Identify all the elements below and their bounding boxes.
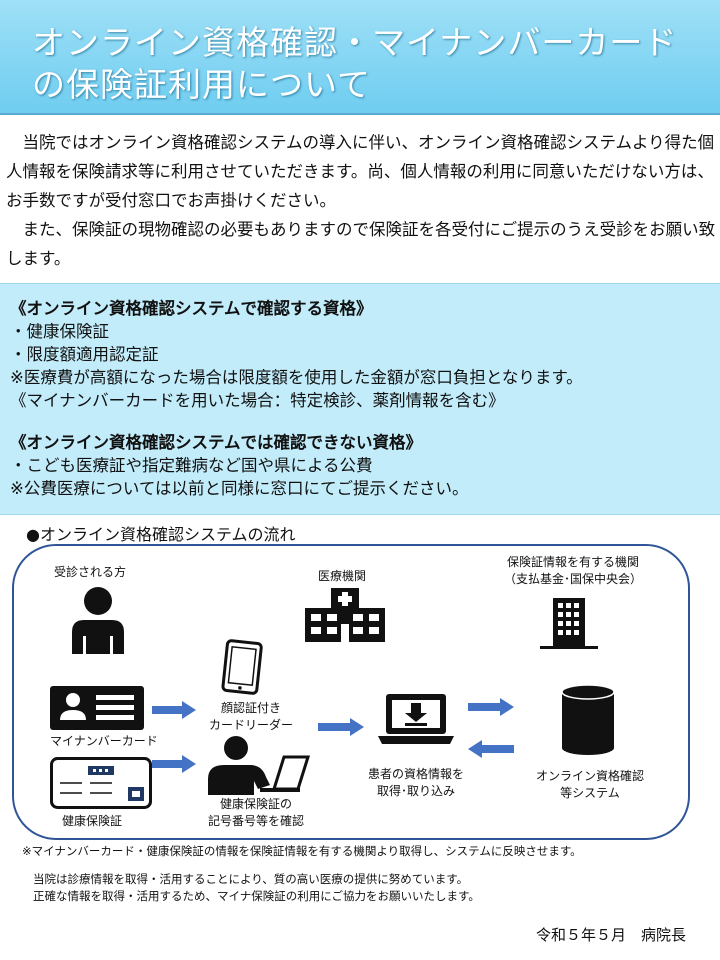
confirmable-item: ※医療費が高額になった場合は限度額を使用した金額が窓口負担となります。	[10, 368, 583, 387]
flow-title: ●オンライン資格確認システムの流れ	[26, 525, 296, 544]
intro-paragraph-2: また、保険証の現物確認の必要もありますので保険証を各受付にご提示のうえ受診をお願…	[6, 220, 716, 268]
not-confirmable-item: ※公費医療については以前と同様に窓口にてご提示ください。	[10, 479, 469, 498]
system-label: オンライン資格確認 等システム	[510, 768, 670, 802]
arrow-right-icon	[468, 698, 514, 716]
footer-line-1: 当院は診療情報を取得・活用することにより、質の高い医療の提供に努めています。	[33, 872, 469, 886]
system-label-line1: オンライン資格確認	[535, 769, 644, 783]
confirm-label: 健康保険証の 記号番号等を確認	[196, 796, 316, 830]
confirmable-heading: 《オンライン資格確認システムで確認する資格》	[10, 299, 373, 318]
arrow-right-icon	[152, 701, 196, 719]
flow-note: ※マイナンバーカード・健康保険証の情報を保険証情報を有する機関より取得し、システ…	[22, 844, 582, 858]
confirm-label-line1: 健康保険証の	[219, 797, 292, 811]
arrow-left-icon	[468, 740, 514, 758]
office-building-icon	[540, 598, 598, 649]
signature: 令和５年５月 病院長	[535, 926, 686, 944]
insurer-label-line1: 保険証情報を有する機関	[506, 555, 639, 569]
person-icon	[72, 587, 124, 654]
qualification-info-box: 《オンライン資格確認システムで確認する資格》 ・健康保険証 ・限度額適用認定証 …	[0, 283, 720, 515]
patient-info-label-line1: 患者の資格情報を	[367, 767, 464, 781]
patient-label: 受診される方	[54, 565, 127, 579]
not-confirmable-heading: 《オンライン資格確認システムでは確認できない資格》	[10, 433, 423, 452]
intro-text: 当院ではオンライン資格確認システムの導入に伴い、オンライン資格確認システムより得…	[6, 128, 718, 273]
not-confirmable-item: ・こども医療証や指定難病など国や県による公費	[10, 456, 373, 475]
card-reader-label-line1: 顔認証付き	[220, 701, 281, 715]
hospital-label: 医療機関	[318, 569, 367, 583]
card-reader-label-line2: カードリーダー	[208, 718, 293, 732]
confirmable-item: ・限度額適用認定証	[10, 345, 159, 364]
insurance-card-icon	[50, 757, 152, 809]
hospital-icon	[305, 588, 385, 642]
database-icon	[561, 684, 615, 755]
patient-info-label-line2: 取得･取り込み	[376, 784, 455, 798]
confirm-label-line2: 記号番号等を確認	[207, 814, 304, 828]
header-banner: オンライン資格確認・マイナンバーカード の保険証利用について	[0, 0, 720, 115]
insurer-label: 保険証情報を有する機関 （支払基金･国保中央会）	[488, 554, 658, 588]
confirmable-item: ・健康保険証	[10, 322, 109, 341]
page-title-line1: オンライン資格確認・マイナンバーカード	[32, 23, 678, 62]
laptop-download-icon	[378, 694, 454, 744]
arrow-right-icon	[152, 755, 196, 773]
insurer-label-line2: （支払基金･国保中央会）	[503, 572, 642, 586]
confirmable-item: 《マイナンバーカードを用いた場合：特定検診、薬剤情報を含む》	[10, 391, 505, 410]
flow-diagram-frame	[12, 544, 690, 840]
card-reader-label: 顔認証付き カードリーダー	[196, 700, 306, 734]
system-label-line2: 等システム	[560, 786, 620, 800]
tablet-icon	[221, 639, 263, 695]
mynumber-card-label: マイナンバーカード	[50, 734, 158, 748]
insurance-card-label: 健康保険証	[62, 814, 123, 828]
arrow-right-icon	[318, 718, 364, 736]
staff-at-laptop-icon	[208, 736, 311, 795]
intro-paragraph-1: 当院ではオンライン資格確認システムの導入に伴い、オンライン資格確認システムより得…	[6, 133, 715, 210]
page-title-line2: の保険証利用について	[32, 65, 372, 104]
patient-info-label: 患者の資格情報を 取得･取り込み	[346, 766, 486, 800]
footer-line-2: 正確な情報を取得・活用するため、マイナ保険証の利用にご協力をお願いいたします。	[33, 889, 480, 903]
mynumber-card-icon	[50, 686, 144, 730]
